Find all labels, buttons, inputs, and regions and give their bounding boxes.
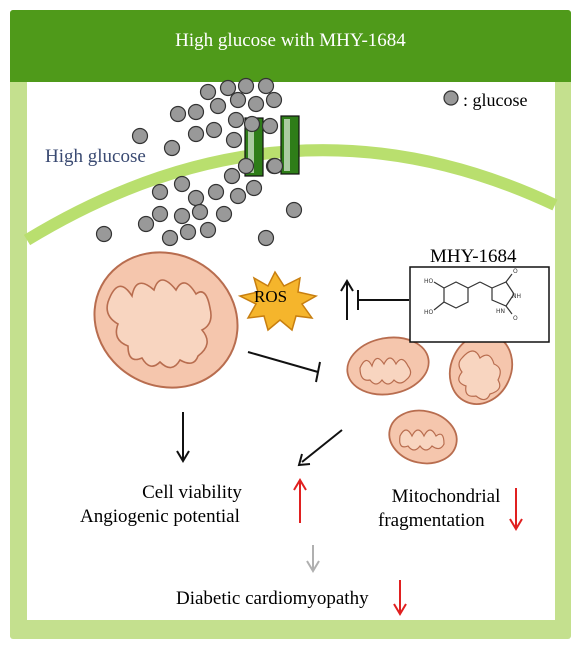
glucose-molecule xyxy=(173,175,191,193)
glucose-molecule xyxy=(95,225,113,243)
glucose-molecule xyxy=(257,229,275,247)
glucose-legend-label: : glucose xyxy=(463,90,528,110)
glucose-molecule xyxy=(151,205,169,223)
glucose-molecule xyxy=(257,77,275,95)
glucose-molecule xyxy=(237,77,255,95)
glucose-molecule xyxy=(199,83,217,101)
glucose-molecule xyxy=(225,131,243,149)
glucose-molecule xyxy=(187,189,205,207)
small-mitochondrion-2 xyxy=(448,333,514,405)
header-banner xyxy=(10,10,571,82)
svg-text:HO: HO xyxy=(424,309,434,316)
svg-text:O: O xyxy=(513,268,518,275)
glucose-molecule xyxy=(199,221,217,239)
glucose-legend-icon xyxy=(443,90,459,106)
high-glucose-label: High glucose xyxy=(45,146,146,167)
mhy-label: MHY-1684 xyxy=(430,246,517,267)
page-title: High glucose with MHY-1684 xyxy=(175,30,406,51)
glucose-molecule xyxy=(209,97,227,115)
glucose-molecule xyxy=(161,229,179,247)
glucose-molecule xyxy=(245,179,263,197)
svg-text:HO: HO xyxy=(424,278,434,285)
angiogenic-label: Angiogenic potential xyxy=(80,506,240,527)
mito-frag-label-1: Mitochondrial xyxy=(391,486,501,507)
glucose-molecule xyxy=(179,223,197,241)
ros-burst xyxy=(237,270,319,332)
glucose-molecule xyxy=(227,111,245,129)
glucose-molecule xyxy=(229,187,247,205)
glucose-molecule xyxy=(131,127,149,145)
glucose-molecule xyxy=(187,103,205,121)
small-mitochondrion-3 xyxy=(388,409,458,465)
mito-frag-label-2: fragmentation xyxy=(378,510,485,531)
glucose-molecule xyxy=(237,157,255,175)
glucose-molecule xyxy=(266,157,284,175)
glucose-molecule xyxy=(265,91,283,109)
fragments-to-viability-arrow xyxy=(301,429,343,463)
diabetic-label: Diabetic cardiomyopathy xyxy=(176,588,369,609)
glucose-molecule xyxy=(243,115,261,133)
glucose-molecule xyxy=(187,125,205,143)
glucose-molecule xyxy=(229,91,247,109)
svg-text:O: O xyxy=(513,315,518,322)
glucose-molecule xyxy=(261,117,279,135)
large-mitochondrion xyxy=(93,251,239,389)
mito-inhibits-fragmentation xyxy=(247,351,319,373)
glucose-molecule xyxy=(163,139,181,157)
small-mitochondrion-1 xyxy=(346,336,430,396)
cell-viability-label: Cell viability xyxy=(142,482,242,503)
glucose-molecule xyxy=(223,167,241,185)
glucose-molecule xyxy=(205,121,223,139)
ros-label: ROS xyxy=(254,287,288,306)
glucose-molecule xyxy=(219,79,237,97)
glucose-molecule xyxy=(151,183,169,201)
glucose-molecule xyxy=(169,105,187,123)
glucose-molecule xyxy=(215,205,233,223)
glucose-molecule xyxy=(285,201,303,219)
glucose-molecule xyxy=(247,95,265,113)
mhy-structure-icon xyxy=(433,273,515,315)
mhy-structure-box xyxy=(409,266,550,343)
svg-text:NH: NH xyxy=(512,293,521,300)
svg-text:HN: HN xyxy=(496,308,505,315)
glucose-molecule xyxy=(173,207,191,225)
glucose-molecule xyxy=(191,203,209,221)
glucose-molecules xyxy=(95,77,303,247)
glucose-molecule xyxy=(207,183,225,201)
glucose-molecule xyxy=(137,215,155,233)
